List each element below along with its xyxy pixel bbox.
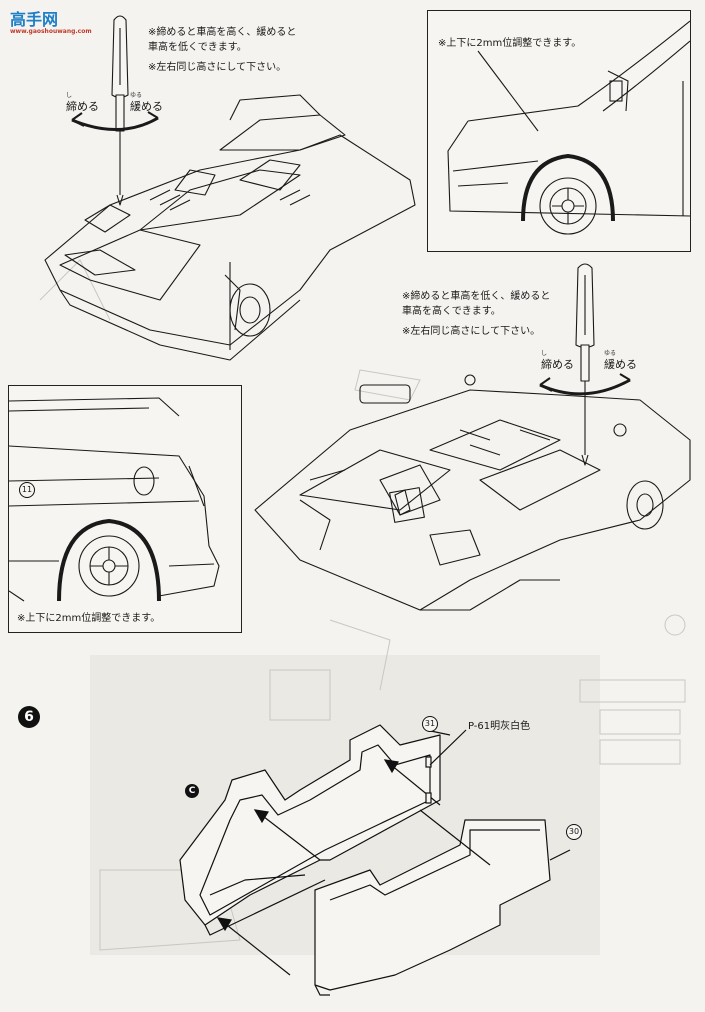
- adjust-2mm-note-top: ※上下に2mm位調整できます。: [438, 38, 582, 49]
- loosen-label-2: ゆる 緩める: [604, 350, 637, 371]
- car-rear-fender-drawing: [9, 397, 220, 602]
- adjust-note-2: 車高を低くできます。: [148, 42, 247, 53]
- part-31-marker: 31: [422, 716, 438, 732]
- tighten-label: し 締める: [66, 92, 99, 113]
- adjust-note-4: ※締めると車高を低く、緩めると: [402, 291, 551, 302]
- ride-height-inset-left: 11 ※上下に2mm位調整できます。: [8, 385, 242, 633]
- step-6-badge: 6: [18, 706, 40, 728]
- adjust-note-1: ※締めると車高を高く、緩めると: [148, 27, 297, 38]
- adjust-note-3: ※左右同じ高さにして下さい。: [148, 62, 287, 73]
- adjust-note-6: ※左右同じ高さにして下さい。: [402, 326, 541, 337]
- ride-height-inset-top: ※上下に2mm位調整できます。: [427, 10, 691, 252]
- adjust-note-5: 車高を高くできます。: [402, 306, 501, 317]
- paint-color-note: P-61明灰白色: [468, 721, 531, 732]
- adjust-2mm-note-left: ※上下に2mm位調整できます。: [17, 613, 161, 624]
- tighten-label-2: し 締める: [541, 350, 574, 371]
- loosen-label: ゆる 緩める: [130, 92, 163, 113]
- site-logo: 高手网 www.gaoshouwang.com: [10, 10, 92, 35]
- step-11-marker: 11: [19, 482, 35, 498]
- section-c-badge: C: [185, 784, 199, 798]
- part-30-marker: 30: [566, 824, 582, 840]
- car-front-fender-drawing: [447, 20, 690, 235]
